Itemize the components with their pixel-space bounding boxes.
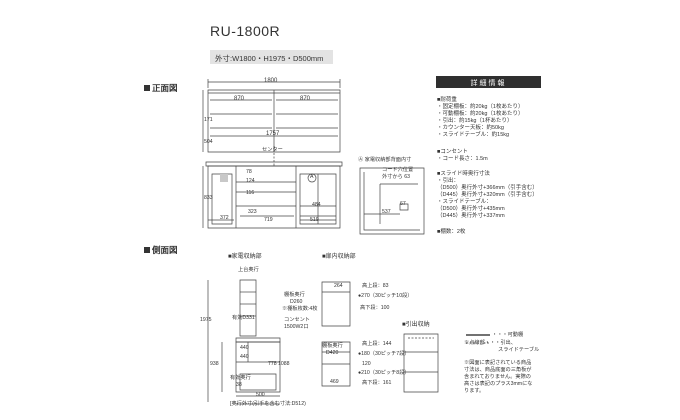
- spec-line: ■棚数：2枚: [437, 229, 466, 235]
- dim-833: 833: [204, 195, 213, 201]
- detail-a-67: 67: [400, 201, 406, 207]
- dim-inner-width: 1757: [266, 131, 280, 137]
- dim-469: 469: [330, 379, 339, 385]
- spec-line: （D500）奥行外寸+435mm: [437, 206, 505, 212]
- front-view-heading: 正面図: [144, 84, 178, 93]
- dim-1088: 1088: [278, 361, 290, 367]
- spec-line: （D500）奥行外寸+366mm（引手含む）: [437, 185, 538, 191]
- dim-effective-331: 有効D331: [232, 315, 255, 321]
- disclaimer-line: 高さは表記のプラス3mmにな: [464, 381, 533, 387]
- bullet-square-icon: [144, 247, 150, 253]
- disclaimer-line: ります。: [464, 388, 485, 394]
- dim-500: 500: [256, 392, 265, 398]
- spec-line: ・コード長さ：1.5m: [437, 156, 488, 162]
- upper-depth-label: 上台奥行: [238, 267, 259, 273]
- product-dimensions: 外寸:W1800・H1975・D500mm: [210, 50, 333, 64]
- dim-440-b: 440: [240, 354, 249, 360]
- dim-78: 78: [246, 169, 252, 175]
- front-view-drawing: [200, 76, 360, 236]
- disclaimer-line: 含まれておりません。実際の: [464, 374, 531, 380]
- spec-line: ・引出：約15kg（1杯あたり）: [437, 118, 513, 124]
- dim-519: 519: [310, 217, 319, 223]
- dim-upper-right: 870: [300, 96, 311, 102]
- dim-height-171: 171: [204, 117, 213, 123]
- bullet-square-icon: [144, 85, 150, 91]
- shelf-count-note: ※棚板枚数:4枚: [282, 306, 318, 312]
- appliance-section-label: ■家電収納部: [228, 254, 262, 260]
- spec-line: （D445）奥行外寸+320mm（引手含む）: [437, 192, 538, 198]
- dim-height-504: 504: [204, 139, 213, 145]
- disclaimer-line: 寸法は、商品底面の三角板が: [464, 367, 532, 373]
- disclaimer-line: ※図面に表記されている商品: [464, 360, 532, 366]
- cabinet-section-label: ■扉内収納部: [322, 254, 356, 260]
- legend-movable: ・・・可動棚: [492, 332, 524, 338]
- depth-note: [奥行外寸(引手を含む寸法:D512): [230, 401, 306, 407]
- outlet-spec: 1500W2口: [284, 324, 309, 330]
- dim-719: 719: [264, 217, 273, 223]
- appliance-side-drawing: [196, 262, 314, 410]
- lower-shelf-depth-label: 棚板奥行: [322, 343, 343, 349]
- outlet-label: コンセント: [284, 317, 310, 323]
- dim-116: 116: [246, 190, 255, 196]
- side-view-label: 側面図: [152, 245, 178, 255]
- front-view-label: 正面図: [152, 83, 178, 93]
- lower-low-161: 高下段：161: [362, 380, 392, 386]
- drawer-side-drawing: [400, 330, 442, 396]
- legend-swatches: [464, 332, 492, 346]
- specs-header: 詳細情報: [436, 76, 541, 88]
- dim-1975: 1975: [200, 317, 212, 323]
- upper-mid-270: ●270（30ピッチ10段）: [358, 293, 413, 299]
- dim-372: 372: [220, 215, 229, 221]
- dim-264: 264: [334, 283, 343, 289]
- legend-slide-2: スライドテーブル: [498, 347, 540, 353]
- detail-a-title: Ⓐ 家電収納部背面内寸: [358, 157, 412, 163]
- side-view-heading: 側面図: [144, 246, 178, 255]
- detail-a-outlet-dims: 外寸から 63: [382, 174, 410, 180]
- spec-line: ・引出：: [437, 178, 460, 184]
- upper-top-83: 高上段：83: [362, 283, 389, 289]
- spec-line: ・スライドテーブル：: [437, 199, 492, 205]
- marker-a: A: [310, 174, 314, 180]
- dim-778: 778: [268, 361, 277, 367]
- drawer-section-label: ■引出収納: [402, 322, 430, 328]
- detail-a-outlet-pos: コード穴位置: [382, 167, 414, 173]
- spec-line: ・可動棚板：約20kg（1枚あたり）: [437, 111, 524, 117]
- legend-slide: ※点線部・・・引出、: [464, 340, 516, 346]
- dim-323: 323: [248, 209, 257, 215]
- dim-d420: D420: [326, 350, 339, 356]
- product-model: RU-1800R: [210, 23, 281, 39]
- center-label: センター: [262, 147, 283, 153]
- spec-line: ■耐荷重: [437, 97, 457, 103]
- spec-line: ・カウンター天板：約50kg: [437, 125, 504, 131]
- dim-d260: D260: [290, 299, 303, 305]
- effective-depth-label: 有効奥行: [230, 375, 251, 381]
- spec-line: ■コンセント: [437, 149, 468, 155]
- dim-440-a: 440: [240, 345, 249, 351]
- spec-line: （D445）奥行外寸+337mm: [437, 213, 505, 219]
- spec-line: ・固定棚板：約20kg（1枚あたり）: [437, 104, 524, 110]
- detail-a-drawing: [356, 164, 428, 240]
- dim-938: 938: [210, 361, 219, 367]
- cabinet-side-drawing: [318, 278, 358, 388]
- upper-low-100: 高下段：100: [360, 305, 390, 311]
- lower-top-144: 高上段：144: [362, 341, 392, 347]
- dim-upper-left: 870: [234, 96, 245, 102]
- detail-a-537: 537: [382, 209, 391, 215]
- dim-484: 484: [312, 202, 321, 208]
- lower-mid-180: ●180（30ピッチ7段）: [358, 351, 410, 357]
- shelf-depth-label: 棚板奥行: [284, 292, 305, 298]
- dim-124: 124: [246, 178, 255, 184]
- dim-overall-width: 1800: [264, 78, 278, 84]
- dim-38: 38: [236, 382, 242, 388]
- dim-120: 120: [362, 361, 371, 367]
- spec-line: ・スライドテーブル：約15kg: [437, 132, 510, 138]
- lower-mid-210: ●210（30ピッチ8段）: [358, 370, 410, 376]
- spec-line: ■スライド時奥行寸法: [437, 171, 490, 177]
